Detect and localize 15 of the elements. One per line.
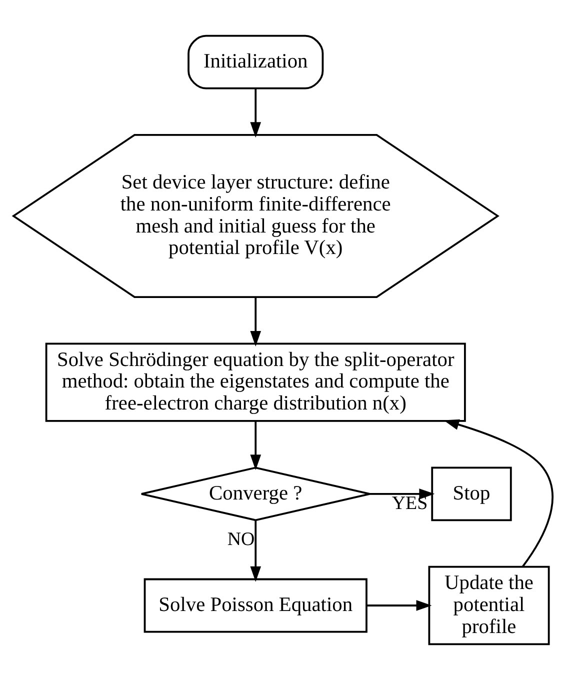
node-box: Update the potential profile: [428, 565, 550, 645]
arrow: [250, 420, 262, 470]
arrow: [250, 88, 262, 138]
node-box: Solve Poisson Equation: [144, 578, 368, 632]
edge-label: NO: [227, 528, 255, 550]
node-box: Initialization: [188, 34, 324, 89]
arrow: [250, 296, 262, 346]
node-box: Solve Schrödinger equation by the split-operator method: obtain the eigenstates and compute the free-electron charge distribution n(x): [45, 342, 466, 422]
arrow: [366, 600, 432, 610]
arrow: [444, 418, 554, 567]
arrow: [250, 520, 262, 582]
arrow: [370, 488, 435, 499]
node-box: Stop: [431, 466, 512, 521]
edge-label: YES: [392, 492, 428, 514]
node-diamond: Converge ?: [140, 466, 371, 521]
